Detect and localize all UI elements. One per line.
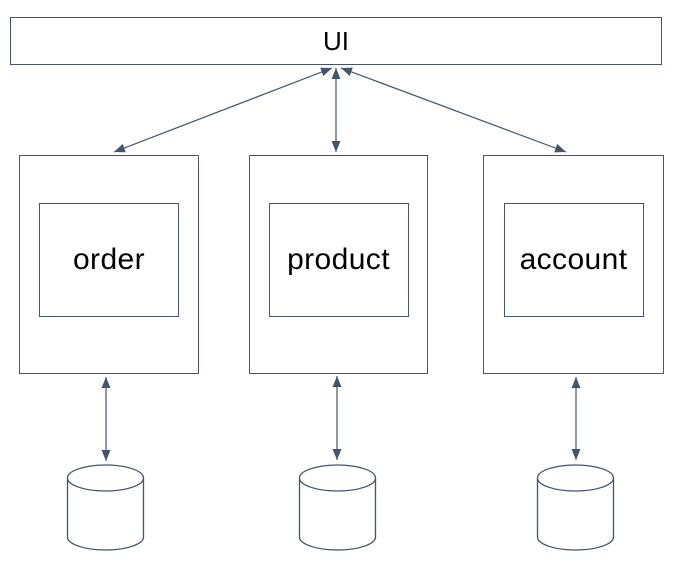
node-order-inner: order <box>39 203 179 317</box>
node-account-label: account <box>519 243 628 276</box>
database-cylinder-icon-order <box>66 464 145 551</box>
node-ui: UI <box>10 17 662 65</box>
database-cylinder-icon-product <box>298 464 377 551</box>
node-product-inner: product <box>268 203 409 317</box>
node-product-label: product <box>287 243 390 276</box>
edge-ui-account <box>340 67 567 153</box>
node-order: order <box>19 155 199 374</box>
node-ui-label: UI <box>323 25 349 56</box>
database-cylinder-icon-account <box>536 464 615 551</box>
node-order-label: order <box>72 243 146 276</box>
node-account: account <box>483 155 664 374</box>
node-account-inner: account <box>503 203 644 317</box>
node-product: product <box>249 155 428 374</box>
edge-ui-order <box>113 67 333 153</box>
